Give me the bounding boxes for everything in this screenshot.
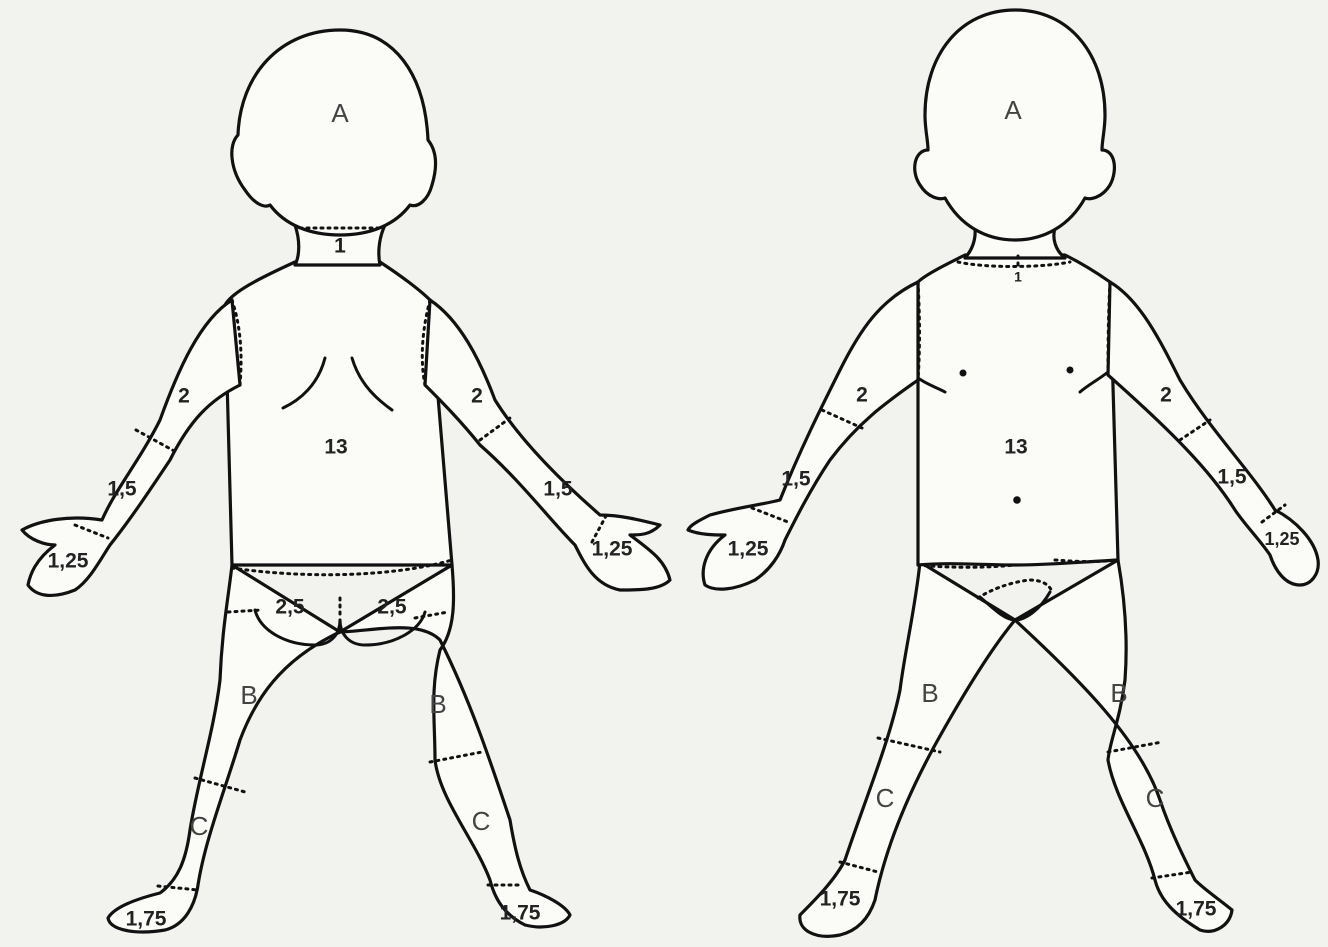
- front-right-nipple: [1067, 367, 1074, 374]
- back-right-hand-label: 1,25: [592, 538, 633, 561]
- back-left-foot-label: 1,75: [126, 908, 167, 931]
- front-left-arm-outline: [688, 282, 918, 589]
- back-left-hand-label: 1,25: [48, 550, 89, 573]
- back-head-label: A: [331, 98, 349, 128]
- back-right-foot-label: 1,75: [500, 902, 541, 925]
- front-navel: [1013, 496, 1021, 504]
- front-head-outline: [915, 10, 1115, 240]
- front-neck-label: 1: [1014, 269, 1022, 285]
- front-trunk-label: 13: [1004, 436, 1027, 459]
- back-left-upper-arm-label: 2: [178, 385, 190, 408]
- back-right-lower-leg-label: C: [472, 806, 491, 836]
- back-right-thigh-label: B: [429, 689, 446, 719]
- back-trunk-label: 13: [324, 436, 347, 459]
- front-left-foot-label: 1,75: [820, 888, 861, 911]
- front-left-thigh-label: B: [921, 678, 938, 708]
- back-view-figure: A 1 13 2 2 1,5 1,5 1,25 1,25 2,5 2,5 B B…: [22, 30, 670, 932]
- back-right-leg-outline: [340, 565, 570, 927]
- back-left-buttock-label: 2,5: [275, 596, 305, 619]
- front-trunk-outline: [918, 255, 1118, 565]
- front-left-upper-arm-label: 2: [856, 384, 868, 407]
- front-left-hand-label: 1,25: [728, 538, 769, 561]
- front-groin-divider: [978, 580, 1052, 598]
- back-right-buttock-label: 2,5: [377, 596, 407, 619]
- front-right-forearm-label: 1,5: [1217, 466, 1247, 489]
- back-left-thigh-label: B: [240, 680, 257, 710]
- front-left-lower-leg-label: C: [876, 783, 895, 813]
- front-right-thigh-label: B: [1110, 678, 1127, 708]
- front-left-nipple: [960, 370, 967, 377]
- front-right-foot-label: 1,75: [1176, 898, 1217, 921]
- back-right-upper-arm-label: 2: [471, 385, 483, 408]
- front-right-upper-arm-label: 2: [1160, 384, 1172, 407]
- back-left-leg-outline: [108, 565, 340, 932]
- back-trunk-outline: [225, 262, 452, 565]
- back-right-forearm-label: 1,5: [543, 478, 573, 501]
- back-left-forearm-label: 1,5: [107, 478, 137, 501]
- front-head-label: A: [1004, 95, 1022, 125]
- back-left-lower-leg-label: C: [190, 811, 209, 841]
- back-right-arm-outline: [425, 300, 670, 590]
- front-left-leg-outline: [800, 562, 1015, 936]
- front-left-forearm-label: 1,5: [781, 468, 811, 491]
- back-neck-label: 1: [334, 235, 346, 258]
- front-right-hand-label: 1,25: [1264, 529, 1299, 549]
- front-right-leg-outline: [1015, 560, 1232, 931]
- front-view-figure: A 1 13 2 2 1,5 1,5 1,25 1,25 B B C C 1,7…: [688, 10, 1318, 936]
- front-right-lower-leg-label: C: [1146, 783, 1165, 813]
- back-head-outline: [232, 30, 436, 235]
- front-left-shoulder-divider: [918, 282, 920, 380]
